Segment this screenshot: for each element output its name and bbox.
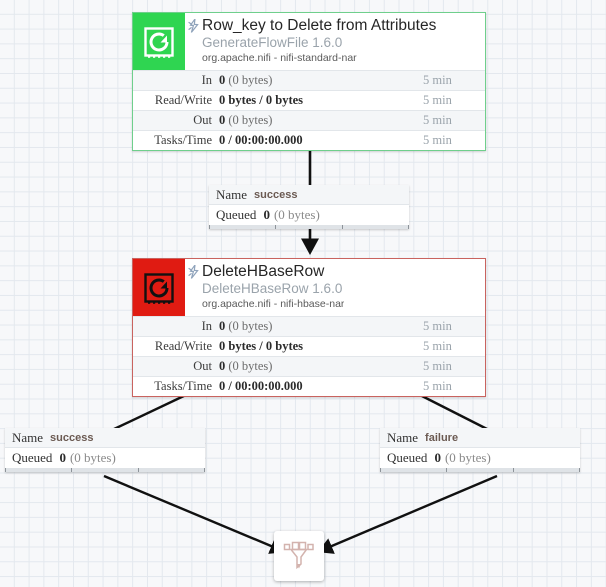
bulletin-bolt-icon [185, 259, 202, 279]
stat-value: 0 (0 bytes) [219, 359, 423, 374]
processor-icon [133, 13, 185, 70]
connection-name-row: Name failure [380, 428, 580, 448]
stat-value: 0 bytes / 0 bytes [219, 93, 423, 108]
stat-detail: (0 bytes) [228, 113, 273, 127]
connection-drag-bar[interactable] [5, 468, 205, 472]
stat-time: 5 min [423, 113, 452, 127]
processor-stats: In 0 (0 bytes) 5 min Read/Write 0 bytes … [133, 70, 485, 150]
connection-drag-bar[interactable] [380, 468, 580, 472]
processor-text: DeleteHBaseRow DeleteHBaseRow 1.6.0 org.… [202, 259, 344, 311]
processor-name: DeleteHBaseRow [202, 263, 325, 280]
funnel[interactable] [274, 531, 324, 581]
stat-row: Out 0 (0 bytes) 5 min [133, 110, 485, 130]
stat-detail: (0 bytes) [228, 359, 273, 373]
stat-label: Out [193, 113, 212, 127]
stat-row: In 0 (0 bytes) 5 min [133, 316, 485, 336]
processor-type: DeleteHBaseRow 1.6.0 [202, 281, 343, 296]
processor-icon [133, 259, 185, 316]
connection-queued-bytes: (0 bytes) [273, 207, 320, 222]
processor-text: Row_key to Delete from Attributes Genera… [202, 13, 436, 65]
stat-time: 5 min [423, 379, 452, 393]
processor-bundle: org.apache.nifi - nifi-standard-nar [202, 52, 357, 64]
stat-value: 0 (0 bytes) [219, 113, 423, 128]
processor-stats: In 0 (0 bytes) 5 min Read/Write 0 bytes … [133, 316, 485, 396]
stat-time: 5 min [423, 133, 452, 147]
stat-number: 0 bytes / 0 bytes [219, 339, 304, 353]
stat-time: 5 min [423, 319, 452, 333]
stat-label: Tasks/Time [154, 133, 212, 147]
stat-time: 5 min [423, 93, 452, 107]
stat-time: 5 min [423, 73, 452, 87]
funnel-icon [283, 541, 314, 570]
stat-row: Read/Write 0 bytes / 0 bytes 5 min [133, 90, 485, 110]
connection-name-value: success [254, 188, 298, 201]
stat-label: Out [193, 359, 212, 373]
processor-header: Row_key to Delete from Attributes Genera… [133, 13, 485, 70]
processor-header: DeleteHBaseRow DeleteHBaseRow 1.6.0 org.… [133, 259, 485, 316]
connection-queued-key: Queued [216, 207, 257, 222]
stat-label: Read/Write [154, 339, 212, 353]
stat-label: Tasks/Time [154, 379, 212, 393]
connection-queued-key: Queued [12, 450, 53, 465]
stat-value: 0 / 00:00:00.000 [219, 133, 423, 148]
stat-detail: (0 bytes) [228, 73, 273, 87]
stat-label: In [201, 73, 212, 87]
connection-drag-bar[interactable] [209, 225, 409, 229]
stat-number: 0 bytes / 0 bytes [219, 93, 304, 107]
stat-time: 5 min [423, 359, 452, 373]
connection-name-key: Name [12, 429, 44, 445]
stat-value: 0 (0 bytes) [219, 319, 423, 334]
stat-value: 0 / 00:00:00.000 [219, 379, 423, 394]
connection-name-row: Name success [209, 185, 409, 205]
stat-label: In [201, 319, 212, 333]
connection-queued-row: Queued 0 (0 bytes) [5, 448, 205, 468]
processor-type: GenerateFlowFile 1.6.0 [202, 35, 343, 50]
stat-number: 0 [219, 319, 226, 333]
connection-queued-count: 0 [59, 450, 66, 465]
stat-number: 0 [219, 359, 226, 373]
stat-number: 0 [219, 113, 226, 127]
stat-row: Tasks/Time 0 / 00:00:00.000 5 min [133, 130, 485, 150]
connection-queued-bytes: (0 bytes) [69, 450, 116, 465]
stat-row: Out 0 (0 bytes) 5 min [133, 356, 485, 376]
connection-name-value: success [50, 431, 94, 444]
stat-number: 0 / 00:00:00.000 [219, 133, 303, 147]
processor-delete-hbase-row[interactable]: DeleteHBaseRow DeleteHBaseRow 1.6.0 org.… [132, 258, 486, 397]
stat-number: 0 / 00:00:00.000 [219, 379, 303, 393]
stat-number: 0 [219, 73, 226, 87]
connection-queued-bytes: (0 bytes) [444, 450, 491, 465]
connection-queued-row: Queued 0 (0 bytes) [380, 448, 580, 468]
processor-bundle: org.apache.nifi - nifi-hbase-nar [202, 298, 345, 310]
connection-name-key: Name [387, 429, 419, 445]
stat-detail: (0 bytes) [228, 319, 273, 333]
connection-queued-count: 0 [434, 450, 441, 465]
processor-name: Row_key to Delete from Attributes [202, 17, 437, 34]
connection-queued-row: Queued 0 (0 bytes) [209, 205, 409, 225]
stat-value: 0 (0 bytes) [219, 73, 423, 88]
bulletin-bolt-icon [185, 13, 202, 33]
stat-row: Tasks/Time 0 / 00:00:00.000 5 min [133, 376, 485, 396]
connection-queued-key: Queued [387, 450, 428, 465]
connection-label-delete-failure[interactable]: Name failure Queued 0 (0 bytes) [380, 428, 580, 472]
connection-label-generate-to-delete[interactable]: Name success Queued 0 (0 bytes) [209, 185, 409, 229]
connection-label-delete-success[interactable]: Name success Queued 0 (0 bytes) [5, 428, 205, 472]
stat-row: Read/Write 0 bytes / 0 bytes 5 min [133, 336, 485, 356]
stat-value: 0 bytes / 0 bytes [219, 339, 423, 354]
processor-generate-flow-file[interactable]: Row_key to Delete from Attributes Genera… [132, 12, 486, 151]
stat-time: 5 min [423, 339, 452, 353]
connection-queued-count: 0 [263, 207, 270, 222]
connection-name-key: Name [216, 186, 248, 202]
stat-row: In 0 (0 bytes) 5 min [133, 70, 485, 90]
connection-name-value: failure [425, 431, 459, 444]
stat-label: Read/Write [154, 93, 212, 107]
connection-name-row: Name success [5, 428, 205, 448]
